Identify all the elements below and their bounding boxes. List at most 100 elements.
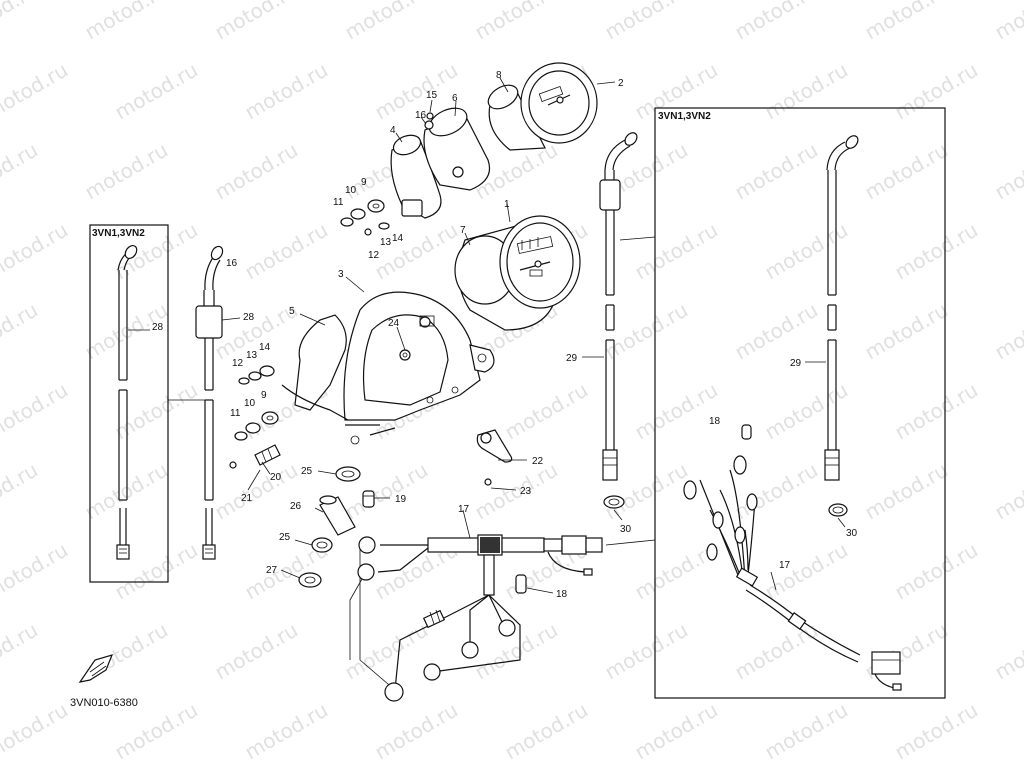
- callout-4: 4: [390, 125, 396, 136]
- callout-28: 28: [152, 322, 164, 333]
- watermark-text: motod.ru: [81, 138, 172, 205]
- watermark-text: motod.ru: [631, 378, 722, 445]
- callout-29: 29: [566, 353, 578, 364]
- callout-8: 8: [496, 70, 502, 81]
- watermark-text: motod.ru: [0, 298, 42, 365]
- callout-27: 27: [266, 565, 278, 576]
- speedometer-cable-29: [599, 132, 656, 546]
- callout-29: 29: [790, 358, 802, 369]
- watermark-text: motod.ru: [731, 298, 822, 365]
- watermark-text: motod.ru: [631, 218, 722, 285]
- hardware-mid-cluster: [229, 365, 281, 469]
- callout-2: 2: [618, 78, 624, 89]
- watermark-text: motod.ru: [891, 218, 982, 285]
- watermark-text: motod.ru: [991, 138, 1024, 205]
- inset-box-left: 3VN1,3VN2: [89, 224, 169, 583]
- callout-9: 9: [361, 177, 367, 188]
- front-direction-arrow-icon: [78, 654, 114, 683]
- speedometer-meter-1: [454, 215, 581, 331]
- callout-9: 9: [261, 390, 267, 401]
- hardware-top-cluster: [340, 112, 434, 236]
- watermark-text: motod.ru: [761, 538, 852, 605]
- grommets-25-26-27: [298, 466, 375, 588]
- callout-17: 17: [458, 504, 470, 515]
- callout-24: 24: [388, 318, 400, 329]
- callout-12: 12: [232, 358, 244, 369]
- watermark-text: motod.ru: [861, 138, 952, 205]
- leader-lines: [247, 77, 846, 594]
- watermark-text: motod.ru: [371, 698, 462, 765]
- callout-14: 14: [392, 233, 404, 244]
- watermark-text: motod.ru: [761, 698, 852, 765]
- watermark-text: motod.ru: [861, 0, 952, 44]
- drawing-code: 3VN010-6380: [70, 697, 138, 709]
- variant-label-right: 3VN1,3VN2: [658, 111, 711, 122]
- watermark-text: motod.ru: [111, 378, 202, 445]
- watermark-text: motod.ru: [861, 298, 952, 365]
- callout-19: 19: [395, 494, 407, 505]
- watermark-text: motod.ru: [731, 138, 822, 205]
- watermark-text: motod.ru: [761, 58, 852, 125]
- watermark-text: motod.ru: [81, 0, 172, 44]
- callout-6: 6: [452, 93, 458, 104]
- watermark-text: motod.ru: [211, 138, 302, 205]
- watermark-text: motod.ru: [761, 218, 852, 285]
- watermark-text: motod.ru: [471, 458, 562, 525]
- callout-10: 10: [345, 185, 357, 196]
- callout-12: 12: [368, 250, 380, 261]
- watermark-text: motod.ru: [0, 618, 42, 685]
- watermark-text: motod.ru: [991, 0, 1024, 44]
- meter-housing-4-6-8: [390, 62, 598, 219]
- watermark-text: motod.ru: [471, 0, 562, 44]
- callout-25: 25: [279, 532, 291, 543]
- callout-18: 18: [709, 416, 721, 427]
- watermark-text: motod.ru: [341, 618, 432, 685]
- watermark-text: motod.ru: [501, 698, 592, 765]
- watermark-text: motod.ru: [0, 378, 72, 445]
- callout-numbers: 1234567899101011111212131314141516161717…: [152, 70, 858, 600]
- callout-14: 14: [259, 342, 271, 353]
- watermark-text: motod.ru: [241, 698, 332, 765]
- watermark-text: motod.ru: [731, 0, 822, 44]
- watermark-text: motod.ru: [211, 0, 302, 44]
- watermark-text: motod.ru: [211, 458, 302, 525]
- speedometer-cable-28: [195, 245, 241, 560]
- watermark-text: motod.ru: [891, 378, 982, 445]
- watermark-text: motod.ru: [241, 58, 332, 125]
- watermark-text: motod.ru: [991, 458, 1024, 525]
- callout-11: 11: [333, 197, 344, 208]
- watermark-text: motod.ru: [891, 58, 982, 125]
- clamp-22: [476, 429, 513, 486]
- callout-26: 26: [290, 501, 302, 512]
- watermark-text: motod.ru: [601, 618, 692, 685]
- watermark-text: motod.ru: [501, 378, 592, 445]
- watermark-text: motod.ru: [211, 618, 302, 685]
- watermark-text: motod.ru: [891, 538, 982, 605]
- callout-25: 25: [301, 466, 313, 477]
- wire-harness-17: [349, 534, 603, 702]
- watermark-text: motod.ru: [0, 58, 72, 125]
- watermark-text: motod.ru: [631, 698, 722, 765]
- callout-20: 20: [270, 472, 282, 483]
- watermark-text: motod.ru: [0, 138, 42, 205]
- callout-21: 21: [241, 493, 253, 504]
- watermark-text: motod.ru: [0, 218, 72, 285]
- meter-bracket-3: [281, 291, 495, 445]
- watermark-text: motod.ru: [0, 698, 72, 765]
- callout-28: 28: [243, 312, 255, 323]
- callout-15: 15: [426, 90, 438, 101]
- watermark-text: motod.ru: [111, 58, 202, 125]
- watermark-text: motod.ru: [0, 458, 42, 525]
- callout-3: 3: [338, 269, 344, 280]
- watermark-text: motod.ru: [601, 0, 692, 44]
- callout-16: 16: [415, 110, 427, 121]
- callout-30: 30: [846, 528, 858, 539]
- watermark-text: motod.ru: [0, 538, 72, 605]
- watermark-text: motod.ru: [891, 698, 982, 765]
- callout-13: 13: [380, 237, 392, 248]
- callout-23: 23: [520, 486, 532, 497]
- watermark-text: motod.ru: [861, 458, 952, 525]
- watermark-text: motod.ru: [991, 298, 1024, 365]
- watermark-text: motod.ru: [761, 378, 852, 445]
